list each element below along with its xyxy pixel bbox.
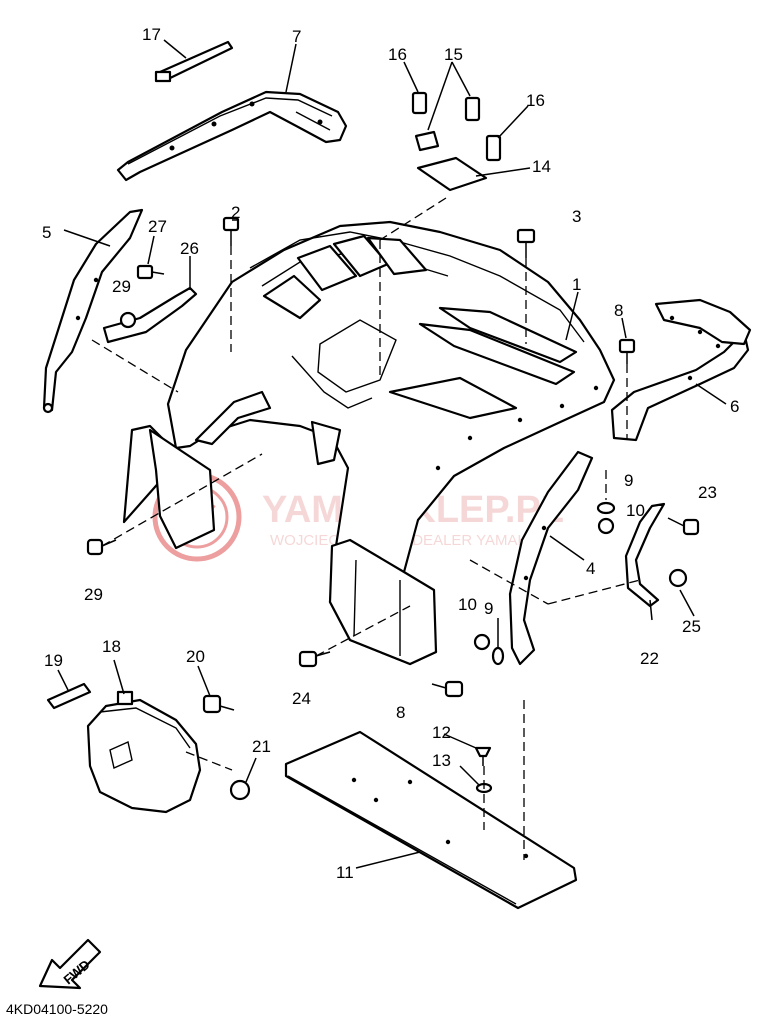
callout-21: 21 [252,737,271,756]
callout-5: 5 [42,223,51,242]
part-8-bolt-upper [618,338,636,364]
part-21-nut [229,779,251,801]
part-24-bolt [298,650,331,668]
callout-3: 3 [572,207,581,226]
callout-4: 4 [586,559,595,578]
part-11-plate [284,730,578,910]
part-16-clip-right [485,134,502,162]
callout-1: 1 [572,275,581,294]
callout-29-upper: 29 [112,277,131,296]
callout-17: 17 [142,25,161,44]
part-3-bolt [516,228,536,258]
part-25-nut [668,568,688,588]
part-22-stay [624,502,666,608]
part-26-bracket [102,286,198,344]
callout-11: 11 [336,863,354,882]
part-8-bolt-lower [431,680,464,698]
callout-8-upper: 8 [614,301,623,320]
part-5-mud-flap-left [42,208,144,414]
callout-20: 20 [186,647,205,666]
callout-15: 15 [444,45,463,64]
part-9-washer-lower [491,646,505,666]
part-7-rail [116,90,348,182]
part-12-screw [474,746,492,766]
callout-25: 25 [682,617,701,636]
part-4-mud-flap-right [508,450,594,666]
callout-16-left: 16 [388,45,407,64]
callout-6: 6 [730,397,739,416]
part-10-nut-upper [597,517,615,535]
part-27-bolt [136,264,165,280]
callout-9-upper: 9 [624,471,633,490]
part-19-clip [46,682,92,710]
callout-13: 13 [432,751,451,770]
callout-24: 24 [292,689,311,708]
part-2-bolt [222,216,240,246]
callout-23: 23 [698,483,717,502]
part-17-strap [154,40,234,83]
callout-10-lower: 10 [458,595,477,614]
callout-18: 18 [102,637,121,656]
part-23-bolt [667,517,700,536]
part-29-nut-upper [119,311,137,329]
part-29-bolt-lower [86,538,117,556]
callout-27: 27 [148,217,167,236]
callout-14: 14 [532,157,551,176]
diagram-code: 4KD04100-5220 [6,1001,108,1017]
leader-lines [57,39,727,869]
part-15-clips [414,96,481,152]
callout-2: 2 [231,203,240,222]
callout-10-upper: 10 [626,501,645,520]
callout-8-lower: 8 [396,703,405,722]
fasteners [86,216,700,801]
callout-29-lower: 29 [84,585,103,604]
assembly-lines [91,197,641,860]
callout-7: 7 [292,27,301,46]
callouts: 17 7 16 15 16 14 5 27 2 3 26 29 1 8 6 9 … [42,25,739,882]
callout-9-lower: 9 [484,599,493,618]
part-18-toolbox [86,690,202,814]
part-1-rear-fender [122,220,616,666]
callout-26: 26 [180,239,199,258]
forward-direction-arrow: FWD [38,938,102,990]
part-6-rail [610,298,752,442]
callout-12: 12 [432,723,451,742]
part-10-nut-lower [473,633,491,651]
part-16-clip-left [411,91,428,115]
part-9-washer-upper [596,501,616,515]
callout-16-right: 16 [526,91,545,110]
callout-19: 19 [44,651,63,670]
part-20-bolt [202,694,235,714]
callout-22: 22 [640,649,659,668]
part-14-pad [416,156,488,192]
